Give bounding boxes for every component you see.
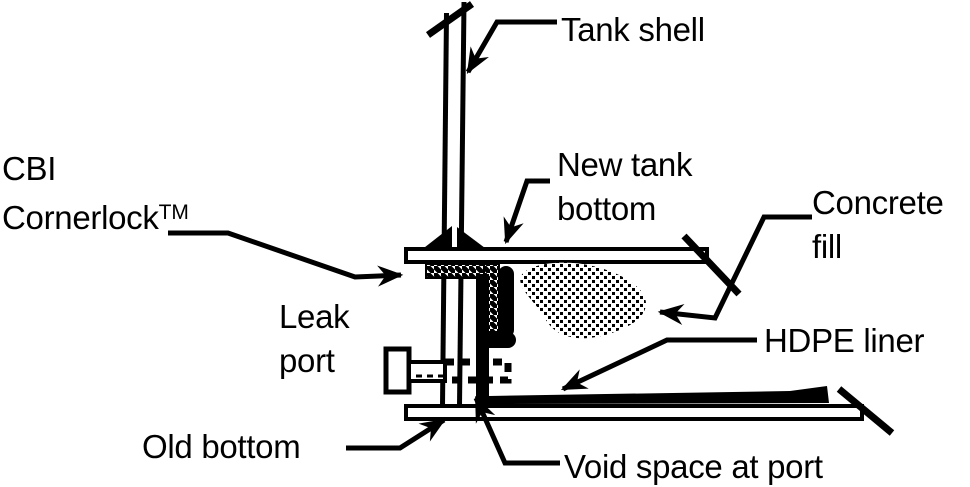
hdpe-liner-shape [489, 386, 829, 404]
tank-shell-label: Tank shell [561, 11, 705, 48]
leak-port-label: Leak port [279, 295, 350, 383]
cornerlock-foot [476, 332, 516, 348]
leak-port-hidden-hole [445, 358, 512, 384]
trademark-superscript: TM [158, 201, 189, 224]
leak-port-bolt-shaft [407, 360, 447, 383]
new-tank-bottom-label-line1: New tank [557, 146, 693, 183]
leak-port-label-line1: Leak [279, 298, 350, 335]
void-space-label: Void space at port [564, 448, 823, 485]
old-bottom-leader-arrow [346, 417, 446, 451]
concrete-leader-arrow [657, 214, 812, 326]
concrete-fill-label-line1: Concrete [812, 184, 944, 221]
tank-shell-leader-arrow [465, 19, 557, 74]
cornerlock-seal-bar [498, 266, 514, 338]
cbi-cornerlock-label-line1: CBI [2, 150, 57, 187]
new-bottom-leader-arrow [503, 178, 550, 245]
tank-shell-left-line [440, 12, 449, 407]
weld-fillet-left [420, 226, 452, 251]
old-bottom-plate [404, 404, 864, 421]
tank-shell-break-tick [425, 1, 475, 38]
old-bottom-break-tick [836, 386, 895, 436]
hdpe-leader-arrow [560, 337, 757, 392]
new-tank-bottom-label-line2: bottom [557, 190, 657, 227]
old-bottom-label: Old bottom [142, 428, 301, 465]
void-space-leader-arrow [473, 395, 560, 466]
weld-fillet-right [457, 227, 489, 251]
cbi-cornerlock-label-line2: CornerlockTM [2, 191, 189, 240]
leak-port-bolt-head [383, 346, 412, 395]
hdpe-liner-label: HDPE liner [764, 322, 925, 359]
new-tank-bottom-label: New tank bottom [557, 143, 692, 231]
cornerlock-word: Cornerlock [2, 199, 159, 236]
tank-shell-right-line [457, 1, 467, 407]
concrete-fill-label-line2: fill [812, 228, 842, 265]
concrete-fill-region [520, 262, 646, 339]
cornerlock-leader-arrow [168, 230, 404, 287]
cbi-cornerlock-label: CBI CornerlockTM [2, 147, 189, 240]
leak-port-label-line2: port [279, 342, 335, 379]
concrete-fill-label: Concrete fill [812, 181, 944, 269]
